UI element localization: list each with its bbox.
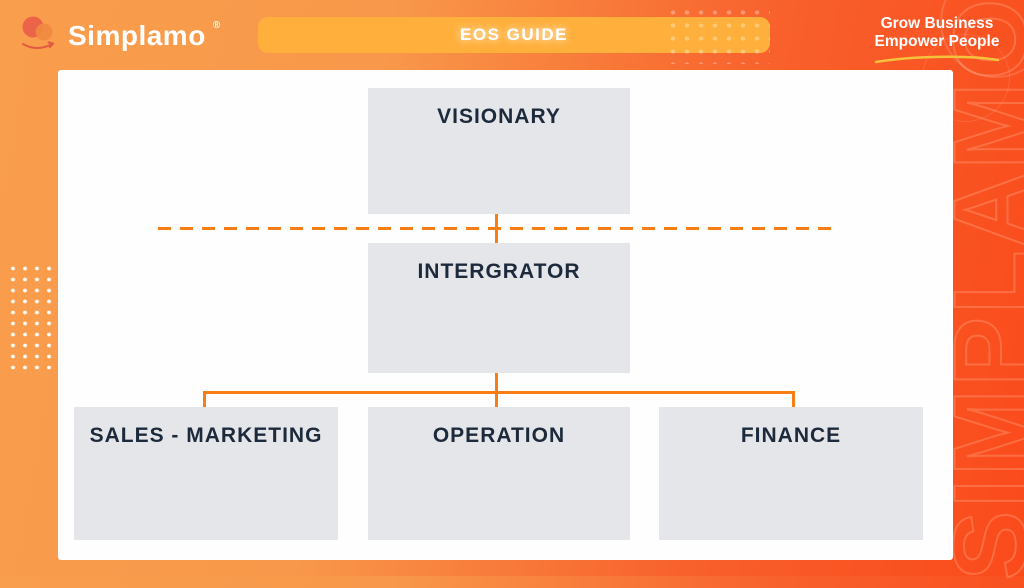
connector-integrator-stem	[495, 373, 498, 393]
integrator-label: INTERGRATOR	[417, 260, 581, 283]
finance-label: FINANCE	[740, 424, 842, 447]
simplamo-logo: Simplamo ®	[16, 12, 221, 59]
registered-trademark-symbol: ®	[212, 20, 221, 31]
connector-horizontal-bar	[203, 391, 795, 394]
tagline-underline-swoosh	[874, 55, 1000, 64]
connector-drop-right	[792, 391, 795, 408]
tagline: Grow Business Empower People	[872, 15, 1002, 65]
visionary-label: VISIONARY	[437, 105, 561, 128]
connector-drop-center	[495, 391, 498, 408]
eos-guide-banner: EOS GUIDE	[258, 17, 770, 53]
org-box-sales-marketing: SALES - MARKETING	[74, 407, 338, 540]
dot-grid-pattern	[7, 263, 65, 370]
org-box-integrator: INTERGRATOR	[368, 243, 630, 373]
tagline-line-1: Grow Business	[880, 15, 994, 32]
sales-marketing-label: SALES - MARKETING	[89, 424, 323, 447]
tagline-line-2: Empower People	[874, 33, 1000, 50]
eos-guide-title: EOS GUIDE	[460, 25, 568, 44]
org-box-operation: OPERATION	[368, 407, 630, 540]
logo-wordmark: Simplamo	[68, 19, 206, 51]
operation-label: OPERATION	[432, 424, 566, 447]
connector-drop-left	[203, 391, 206, 408]
org-box-finance: FINANCE	[659, 407, 923, 540]
simplamo-logo-icon	[16, 12, 62, 59]
org-box-visionary: VISIONARY	[368, 88, 630, 214]
dashed-divider-line	[158, 227, 838, 230]
content-card: VISIONARY INTERGRATOR SALES - MARKETING …	[58, 70, 953, 560]
